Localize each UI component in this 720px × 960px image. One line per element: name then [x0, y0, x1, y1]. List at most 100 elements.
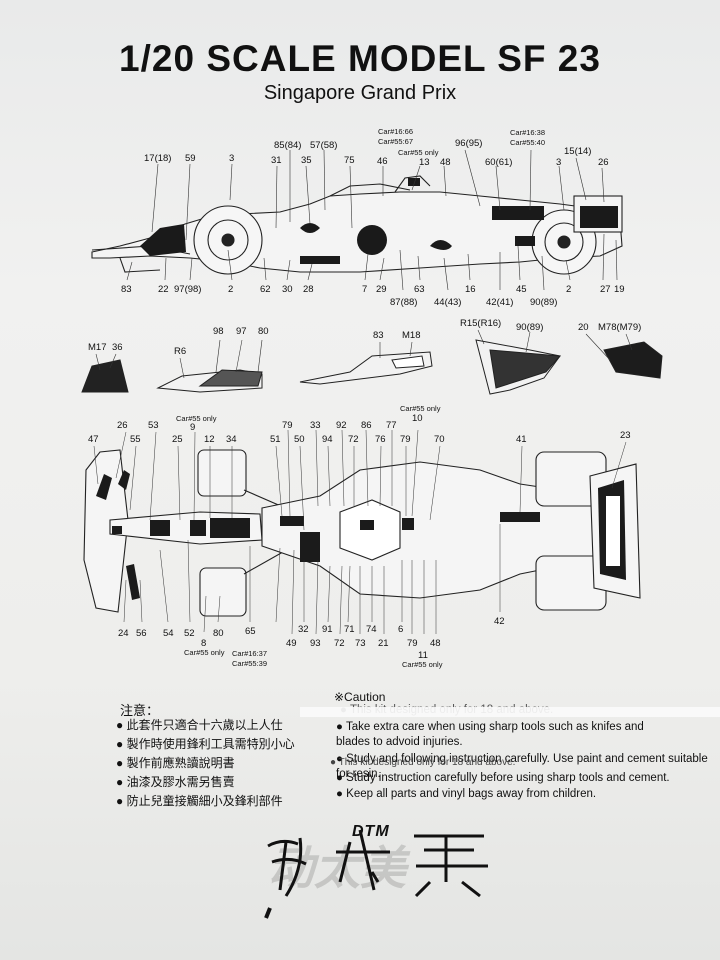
- car-note: Car#16:37: [232, 649, 268, 658]
- zh-note: ● 油漆及膠水需另售賣: [116, 775, 235, 789]
- label: 57(58): [310, 140, 338, 151]
- top-view-car: [83, 449, 641, 617]
- car-note: Car#55 only: [398, 148, 439, 157]
- label: 32: [298, 624, 309, 635]
- label: 77: [386, 420, 397, 431]
- label: 3: [556, 157, 562, 168]
- label: 17(18): [144, 153, 172, 164]
- label: 71: [344, 624, 355, 635]
- car-note: Car#55:40: [510, 138, 546, 147]
- label: 11: [418, 650, 428, 661]
- label: 70: [434, 434, 445, 445]
- label: 56: [136, 628, 147, 639]
- label: 72: [348, 434, 359, 445]
- label: 97: [236, 326, 247, 337]
- label: 79: [400, 434, 411, 445]
- label: 62: [260, 284, 271, 295]
- label: 31: [271, 155, 282, 166]
- label: M17: [88, 342, 107, 353]
- label: 35: [301, 155, 312, 166]
- top-view-leaders: [93, 429, 627, 635]
- caution-note: ● This kit designed only for 18 and abov…: [330, 757, 516, 768]
- blur-overlay: [300, 707, 720, 717]
- label: 41: [516, 434, 527, 445]
- label: 10: [412, 413, 423, 424]
- label: 22: [158, 284, 169, 295]
- label: 19: [614, 284, 625, 295]
- label: 9: [190, 422, 196, 433]
- label: 65: [245, 626, 256, 637]
- label: 47: [88, 434, 99, 445]
- car-note: Car#55 only: [402, 660, 443, 669]
- side-view-car: [91, 175, 623, 275]
- caution-title: ※Caution: [334, 690, 386, 704]
- label: 7: [362, 284, 368, 295]
- label: 29: [376, 284, 387, 295]
- car-note: Car#55 only: [176, 414, 217, 423]
- label: 48: [430, 638, 441, 649]
- label: 76: [375, 434, 386, 445]
- label: 72: [334, 638, 345, 649]
- label: 26: [598, 157, 609, 168]
- detail-parts: [81, 339, 663, 395]
- label: 63: [414, 284, 425, 295]
- label: 27: [600, 284, 611, 295]
- label: 12: [204, 434, 215, 445]
- zh-note: ● 製作前應熟讀說明書: [116, 756, 235, 770]
- label: 36: [112, 342, 123, 353]
- zh-notes-title: 注意：: [120, 703, 160, 718]
- label: 8: [201, 638, 207, 649]
- car-note: Car#55:67: [378, 137, 414, 146]
- page-subtitle: Singapore Grand Prix: [263, 82, 457, 104]
- label: 80: [258, 326, 269, 337]
- label: 15(14): [564, 146, 592, 157]
- page-title: 1/20 SCALE MODEL SF 23: [119, 38, 601, 79]
- label: 16: [465, 284, 476, 295]
- label: 74: [366, 624, 377, 635]
- label: 6: [398, 624, 404, 635]
- label: 50: [294, 434, 305, 445]
- label: 51: [270, 434, 281, 445]
- label: 24: [118, 628, 129, 639]
- label: 44(43): [434, 297, 462, 308]
- top-view-decals: [96, 470, 626, 600]
- label: 96(95): [455, 138, 483, 149]
- zh-note: ● 製作時使用鋒利工具需特別小心: [116, 737, 295, 751]
- label: 80: [213, 628, 224, 639]
- label: 73: [355, 638, 366, 649]
- brand-logo-graphic: [264, 829, 488, 919]
- brand-name: 动太美: [268, 842, 406, 894]
- label: 86: [361, 420, 372, 431]
- label: 98: [213, 326, 224, 337]
- zh-note: ● 此套件只適合十六歲以上人仕: [116, 718, 283, 732]
- label: 2: [566, 284, 572, 295]
- caution-note: ● Take extra care when using sharp tools…: [336, 721, 644, 748]
- label: 30: [282, 284, 293, 295]
- label: 60(61): [485, 157, 513, 168]
- label: 97(98): [174, 284, 202, 295]
- label: 49: [286, 638, 297, 649]
- car-note: Car#55:39: [232, 659, 268, 668]
- car-note: Car#16:38: [510, 128, 546, 137]
- label: 42(41): [486, 297, 514, 308]
- label: 23: [620, 430, 631, 441]
- label: 20: [578, 322, 589, 333]
- car-note: Car#16:66: [378, 127, 414, 136]
- side-view-leaders: [126, 149, 618, 291]
- label: R15(R16): [460, 318, 502, 329]
- label: 3: [229, 153, 235, 164]
- label: 21: [378, 638, 389, 649]
- label: 2: [228, 284, 234, 295]
- label: 79: [282, 420, 293, 431]
- label: M78(M79): [598, 322, 642, 333]
- label: 28: [303, 284, 314, 295]
- label: 90(89): [530, 297, 558, 308]
- label: 34: [226, 434, 237, 445]
- detail-leaders: [95, 329, 633, 379]
- brand-mark: DTM: [352, 823, 390, 840]
- caution-note: ● Study and following instruction carefu…: [336, 753, 708, 780]
- label: 90(89): [516, 322, 544, 333]
- label: 85(84): [274, 140, 302, 151]
